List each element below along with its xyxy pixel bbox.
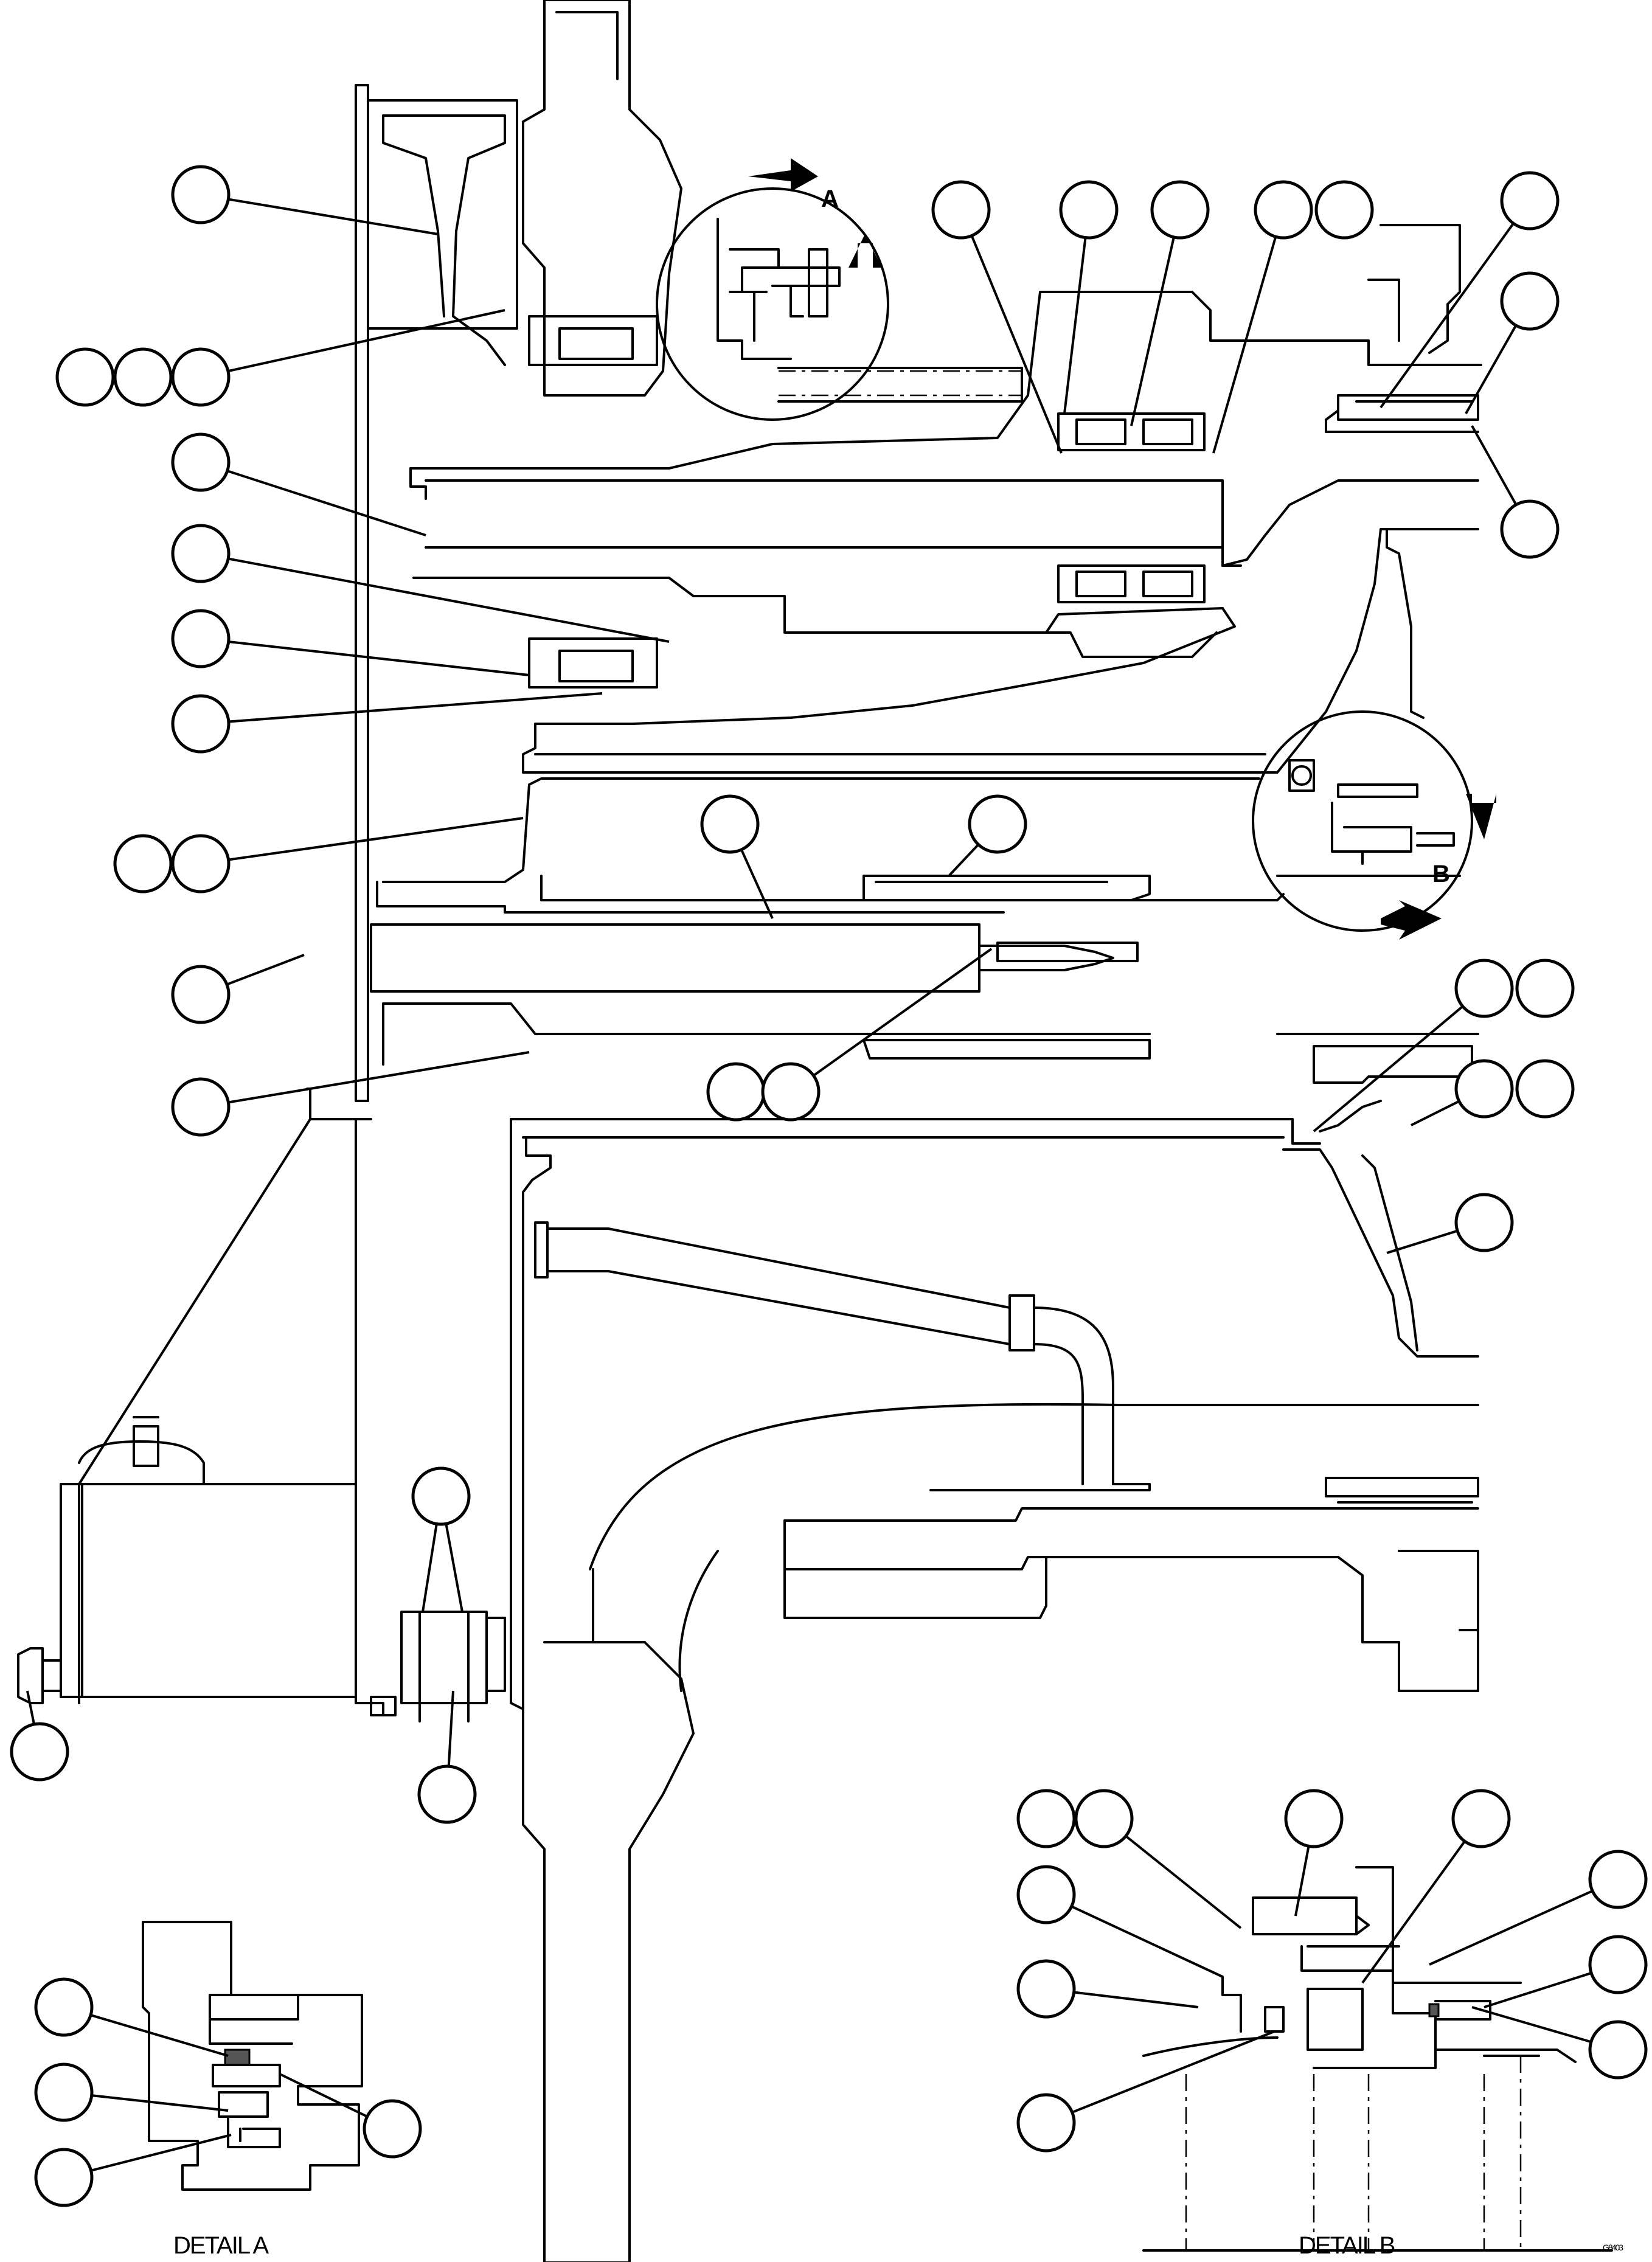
leader-line <box>228 1051 530 1104</box>
callout-balloon <box>1016 1789 1076 1848</box>
callout-balloon <box>1500 171 1560 231</box>
leader-line <box>1386 1229 1458 1254</box>
callout-balloon <box>1284 1789 1344 1848</box>
leader-line <box>813 948 993 1077</box>
leader-line <box>1071 1905 1223 1978</box>
leader-line <box>1063 237 1087 414</box>
callout-balloon <box>700 794 760 854</box>
leader-line <box>90 2014 229 2057</box>
leader-line <box>228 198 439 235</box>
callouts <box>10 165 1648 2207</box>
callout-balloon <box>1515 1059 1575 1119</box>
leader-line <box>91 2134 232 2172</box>
detail-b-caption: DETAIL B <box>1299 2232 1395 2259</box>
leader-line <box>1380 223 1515 409</box>
detail-b-marker: B <box>1432 861 1450 887</box>
leader-line <box>1212 236 1277 454</box>
callout-balloon <box>931 180 991 240</box>
detail-b-callout: B <box>1252 710 1496 940</box>
callout-balloon <box>171 347 231 407</box>
bearings <box>528 315 1206 1035</box>
leader-line <box>1471 425 1518 505</box>
callout-balloon <box>761 1062 821 1122</box>
callout-balloon <box>1500 271 1560 331</box>
callout-balloon <box>171 165 231 224</box>
callout-balloon <box>10 1722 69 1781</box>
main-assembly <box>17 0 1482 2262</box>
callout-balloon <box>1254 180 1313 240</box>
callout-balloon <box>171 432 231 492</box>
leader-line <box>228 817 524 861</box>
callout-balloon <box>1454 959 1514 1018</box>
leader-line <box>1313 1005 1464 1133</box>
callout-balloon <box>1150 180 1210 240</box>
callout-balloon <box>411 1466 471 1526</box>
leader-line <box>1429 1890 1593 1966</box>
callout-balloon <box>1074 1789 1134 1848</box>
leader-line <box>228 692 603 723</box>
leader-line <box>26 1690 35 1725</box>
leader-line <box>445 1523 463 1612</box>
leader-line <box>970 235 1063 454</box>
callout-balloon <box>113 834 173 893</box>
leader-line <box>228 640 530 676</box>
leader-line <box>279 2073 368 2118</box>
callout-balloon <box>55 347 115 407</box>
callout-balloon <box>1016 1959 1076 2019</box>
leader-line <box>1074 1991 1199 2008</box>
detail-a-inset: DETAIL A <box>142 1921 363 2259</box>
detail-a-marker: A <box>821 186 839 212</box>
callout-balloon <box>113 347 173 407</box>
callout-balloon <box>34 2148 94 2207</box>
leader-line <box>1411 1100 1460 1126</box>
drawing-id: G8403 <box>1603 2243 1623 2252</box>
detail-a-caption: DETAIL A <box>173 2232 269 2259</box>
callout-balloon <box>1515 959 1575 1018</box>
leader-line <box>740 849 774 919</box>
leader-line <box>422 1524 438 1612</box>
callout-balloon <box>968 794 1027 854</box>
callout-balloon <box>1016 2093 1076 2153</box>
leader-line <box>1130 237 1175 426</box>
detail-b-inset: DETAIL B <box>1142 1866 1613 2259</box>
leader-line <box>1294 1845 1310 1917</box>
leader-line <box>1465 325 1518 414</box>
callout-balloon <box>706 1062 766 1122</box>
callout-balloon <box>171 834 231 893</box>
callout-balloon <box>34 1977 94 2037</box>
callout-balloon <box>171 965 231 1024</box>
leader-line <box>1471 2006 1592 2044</box>
leader-line <box>227 470 426 536</box>
callout-balloon <box>171 609 231 668</box>
leader-line <box>227 557 670 643</box>
leader-line <box>447 1690 454 1767</box>
callout-balloon <box>1016 1865 1076 1924</box>
callout-balloon <box>1451 1789 1511 1848</box>
callout-balloon <box>1500 499 1560 559</box>
callout-balloon <box>171 524 231 583</box>
leader-line <box>227 309 505 373</box>
callout-balloon <box>417 1764 477 1824</box>
callout-balloon <box>363 2099 422 2159</box>
leader-line <box>1125 1835 1242 1929</box>
callout-balloon <box>171 694 231 754</box>
leader-line <box>1484 1972 1592 2008</box>
callout-balloon <box>1454 1059 1514 1119</box>
leader-line <box>948 844 979 877</box>
leader-line <box>1071 2030 1275 2114</box>
leader-line <box>1361 1840 1466 1984</box>
callout-balloon <box>1588 1850 1648 1909</box>
callout-balloon <box>171 1077 231 1137</box>
callout-balloon <box>1314 180 1374 240</box>
leader-line <box>91 2094 229 2112</box>
leader-line <box>226 954 305 986</box>
callout-balloon <box>34 2063 94 2122</box>
callout-balloon <box>1588 1935 1648 1994</box>
detail-a-callout: A <box>656 158 889 421</box>
callout-balloon <box>1059 180 1119 240</box>
callout-balloon <box>1454 1193 1514 1252</box>
callout-balloon <box>1588 2020 1648 2080</box>
